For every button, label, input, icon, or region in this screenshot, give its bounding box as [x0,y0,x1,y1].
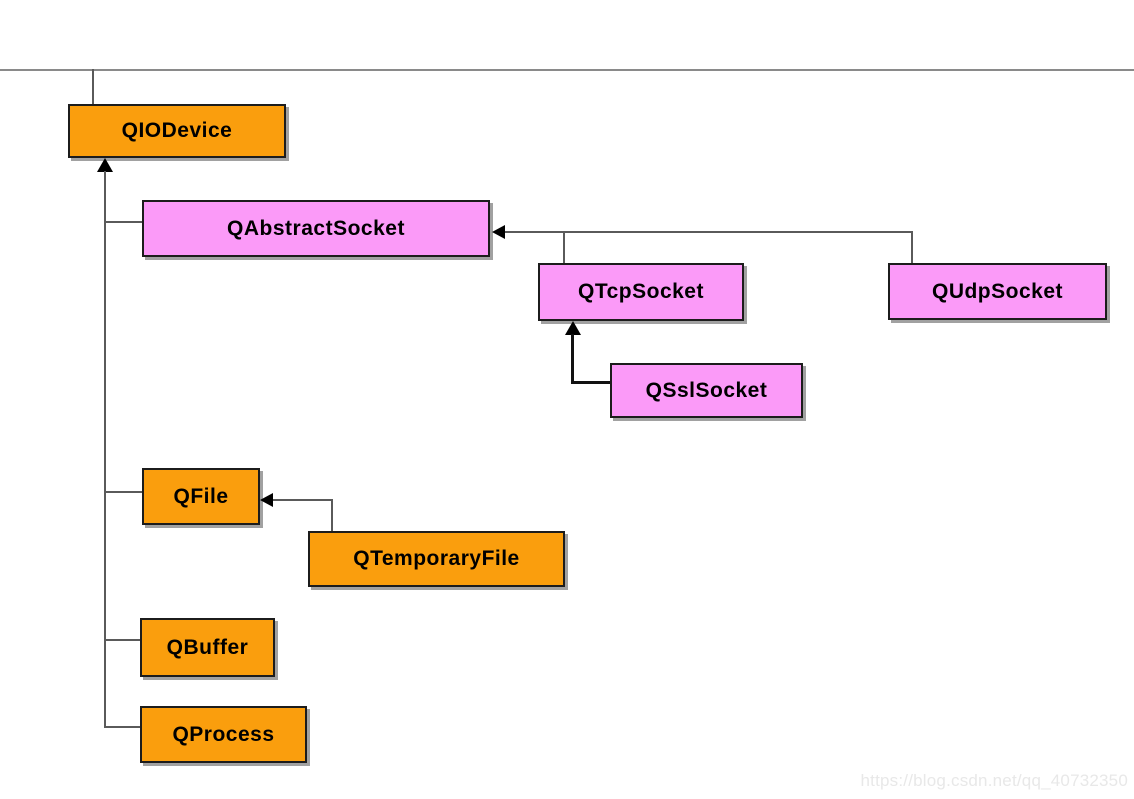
class-box-qbuffer: QBuffer [140,618,275,677]
connector-drop-to-qudpsocket [911,231,913,263]
connector-rule-to-qiodevice [92,69,94,105]
class-label-qtemporaryfile: QTemporaryFile [353,547,520,570]
arrowhead-up-to-qiodevice [97,158,113,172]
class-label-qtcpsocket: QTcpSocket [578,280,704,303]
class-label-qabstractsocket: QAbstractSocket [227,216,405,240]
connector-qtemporaryfile-horizontal [273,499,333,501]
connector-sockets-horizontal [505,231,913,233]
class-box-qiodevice: QIODevice [68,104,286,158]
class-box-qfile: QFile [142,468,260,525]
class-box-qabstractsocket: QAbstractSocket [142,200,490,257]
arrowhead-up-to-qtcpsocket [565,321,581,335]
class-box-qtcpsocket: QTcpSocket [538,263,744,321]
connector-trunk-to-qfile [105,491,142,493]
connector-trunk [104,171,106,728]
connector-trunk-to-qprocess [105,726,140,728]
class-box-qsslsocket: QSslSocket [610,363,803,418]
csdn-watermark: https://blog.csdn.net/qq_40732350 [860,771,1128,790]
class-box-qudpsocket: QUdpSocket [888,263,1107,320]
connector-trunk-to-qbuffer [105,639,140,641]
class-box-qtemporaryfile: QTemporaryFile [308,531,565,587]
class-box-qprocess: QProcess [140,706,307,763]
class-label-qiodevice: QIODevice [121,119,233,142]
arrowhead-left-to-qfile [260,493,273,507]
arrowhead-left-to-qabstractsocket [492,225,505,239]
class-label-qfile: QFile [173,484,229,508]
class-label-qprocess: QProcess [172,722,275,746]
class-label-qsslsocket: QSslSocket [645,378,768,402]
connector-drop-to-qtcpsocket [563,231,565,263]
top-rule-line [0,69,1134,71]
connector-qsslsocket-vertical [571,334,574,384]
connector-qsslsocket-horizontal [571,381,610,384]
connector-qtemporaryfile-vertical [331,499,333,531]
class-label-qbuffer: QBuffer [166,635,249,659]
connector-trunk-to-qabstractsocket [105,221,142,223]
class-label-qudpsocket: QUdpSocket [931,279,1064,303]
